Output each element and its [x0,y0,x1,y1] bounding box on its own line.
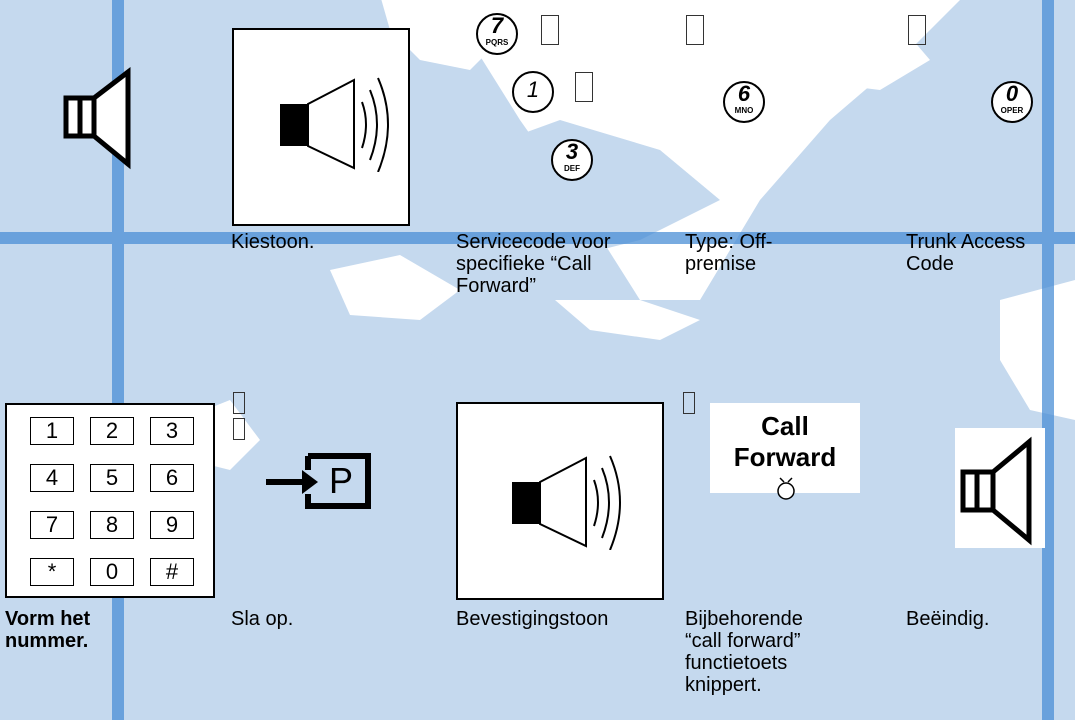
dial-key-icon [476,13,518,55]
caption-servicecode: Servicecode voor specifieke “Call Forwar… [456,231,611,297]
caption-key-blinks: Bijbehorende “call forward” functietoets… [685,608,803,696]
dial-key-icon [512,71,554,113]
keypad-key-6: 6 [150,464,194,492]
speaker-icon [63,66,131,170]
placeholder-glyph [575,72,593,102]
key-letters: DEF [564,164,580,173]
caption-dial-number: Vorm het nummer. [5,608,91,652]
program-key: P [262,450,374,512]
keypad-key-2: 2 [90,417,134,445]
caption-confirm-tone: Bevestigingstoon [456,608,609,630]
caption-end: Beëindig. [906,608,990,630]
key-digit: 0 [1005,81,1019,106]
dialtone-speaker-frame [232,28,410,226]
speaker-sound-icon [280,77,389,172]
keypad-key-star: * [30,558,74,586]
dial-key-0: 0 OPER [990,80,1034,124]
dial-key-1: 1 [511,70,555,114]
placeholder-glyph [541,15,559,45]
keypad-key-hash: # [150,558,194,586]
dial-key-icon [551,139,593,181]
dial-key-icon [723,81,765,123]
caption-dialtone: Kiestoon. [231,231,315,253]
key-digit: 6 [737,81,751,106]
key-letters: MNO [734,106,754,115]
speaker-sound-icon [512,455,621,550]
keypad-key-4: 4 [30,464,74,492]
placeholder-glyph [908,15,926,45]
dial-key-3: 3 DEF [550,138,594,182]
program-key-label: P [328,460,353,501]
call-forward-label: Call Forward [733,411,837,472]
keypad-key-8: 8 [90,511,134,539]
keypad-key-0: 0 [90,558,134,586]
dial-key-icon [991,81,1033,123]
keypad-key-1: 1 [30,417,74,445]
keypad-key-5: 5 [90,464,134,492]
keypad-key-3: 3 [150,417,194,445]
keypad-key-7: 7 [30,511,74,539]
placeholder-glyph [233,418,245,440]
key-digit: 1 [526,77,540,102]
key-digit: 3 [565,139,579,164]
dial-key-7: 7 PQRS [475,12,519,56]
placeholder-glyph [686,15,704,45]
keypad: 1 2 3 4 5 6 7 8 9 * 0 # [5,403,215,598]
placeholder-glyph [683,392,695,414]
key-letters: PQRS [485,38,509,47]
confirm-speaker-frame [456,402,664,600]
caption-trunk: Trunk Access Code [906,231,1026,275]
call-forward-key: Call Forward [710,403,860,500]
keypad-key-9: 9 [150,511,194,539]
dial-key-6: 6 MNO [722,80,766,124]
led-icon [777,477,795,500]
speaker-icon [955,428,1045,548]
caption-type: Type: Off- premise [685,231,773,275]
key-letters: OPER [1000,106,1024,115]
key-digit: 7 [490,13,504,38]
placeholder-glyph [233,392,245,414]
caption-store: Sla op. [231,608,294,630]
program-key-icon [266,453,371,509]
